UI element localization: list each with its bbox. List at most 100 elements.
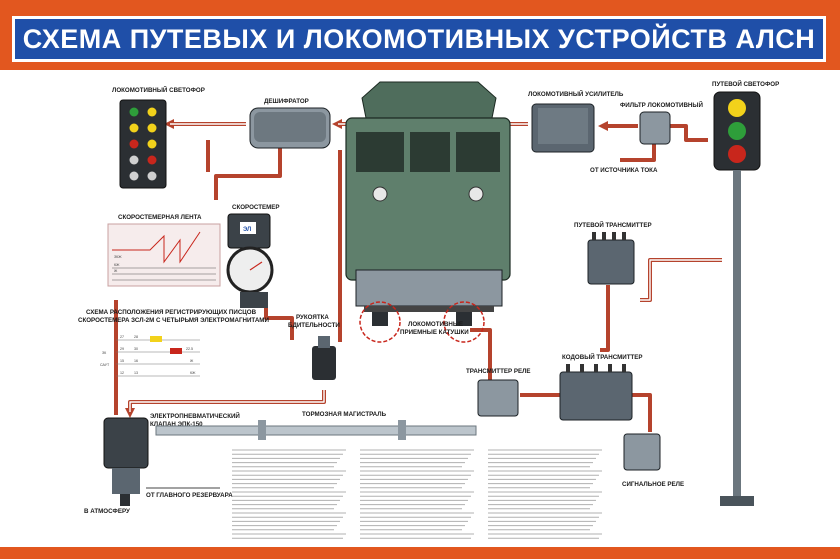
ct-terminal-2: [580, 364, 584, 372]
label-coils-1: ЛОКОМОТИВНЫЕ: [408, 321, 463, 328]
pen-label-3: Ж: [190, 359, 194, 363]
label-reservoir: ОТ ГЛАВНОГО РЕЗЕРВУАРА: [146, 492, 233, 499]
track-signal-pole: [733, 170, 741, 500]
pen-num-3: 29: [120, 347, 124, 351]
label-decoder: ДЕШИФРАТОР: [264, 98, 309, 105]
tape-mark-3: Ж: [114, 269, 118, 273]
loco-window-left: [356, 132, 404, 172]
label-from-power: ОТ ИСТОЧНИКА ТОКА: [590, 167, 658, 174]
wire-code-signal-relay: [632, 393, 652, 432]
pen-num-6: 15: [120, 359, 124, 363]
wire-handle-epk: [128, 390, 326, 412]
decoder-cover: [254, 112, 326, 142]
label-scheme-1: СХЕМА РАСПОЛОЖЕНИЯ РЕГИСТРИРУЮЩИХ ПИСЦОВ: [86, 309, 257, 316]
label-loco-signal: ЛОКОМОТИВНЫЙ СВЕТОФОР: [112, 86, 205, 94]
ct-terminal-4: [608, 364, 612, 372]
description-text: [232, 446, 606, 542]
track-lamp-red: [728, 145, 746, 163]
pen-num-1: 27: [120, 335, 124, 339]
tape-mark-2: КЖ: [114, 263, 120, 267]
loco-lamp-green: [129, 107, 139, 117]
wire-signal-transmitter: [640, 258, 722, 302]
speed-tape: ЗКЖ КЖ Ж: [107, 223, 221, 287]
loco-window-center: [410, 132, 450, 172]
loco-signal-body: [119, 99, 167, 189]
arrow-to-amplifier: [598, 121, 608, 131]
pen-num-5: 22.5: [186, 347, 193, 351]
text-column-1: [232, 446, 350, 542]
track-lamp-green: [728, 122, 746, 140]
transmitter-relay: [477, 379, 519, 417]
page-title: СХЕМА ПУТЕВЫХ И ЛОКОМОТИВНЫХ УСТРОЙСТВ А…: [22, 23, 816, 54]
text-column-3: [488, 446, 606, 542]
speedometer-needle: [249, 261, 263, 271]
title-banner: СХЕМА ПУТЕВЫХ И ЛОКОМОТИВНЫХ УСТРОЙСТВ А…: [12, 16, 826, 62]
brake-coupling-1: [258, 420, 266, 440]
track-transmitter-body: [587, 239, 635, 285]
coil-left: [372, 312, 388, 326]
pen-num-8: 12: [120, 371, 124, 375]
epk-lower: [112, 468, 140, 494]
label-scheme-2: СКОРОСТЕМЕРА ЗСЛ-2М С ЧЕТЫРЬМЯ ЭЛЕКТРОМА…: [78, 317, 269, 324]
loco-amplifier: [531, 103, 595, 153]
label-coils-2: ПРИЕМНЫЕ КАТУШКИ: [400, 329, 469, 336]
label-brake-line: ТОРМОЗНАЯ МАГИСТРАЛЬ: [302, 411, 387, 418]
label-handle-2: БДИТЕЛЬНОСТИ: [288, 322, 340, 329]
label-code-transmitter: КОДОВЫЙ ТРАНСМИТТЕР: [562, 353, 643, 361]
epk-valve: [103, 417, 149, 506]
loco-roof: [361, 81, 497, 119]
handle-body: [312, 346, 336, 380]
tt-terminal-2: [602, 232, 606, 240]
label-handle-1: РУКОЯТКА: [296, 314, 329, 321]
coil-field-right: [443, 301, 485, 343]
pen-num-4: 30: [134, 347, 138, 351]
pen-num-7: 16: [134, 359, 138, 363]
bottom-frame: [0, 547, 840, 559]
coil-right: [456, 312, 472, 326]
arrow-to-epk: [125, 408, 135, 418]
label-transmitter-relay: ТРАНСМИТТЕР РЕЛЕ: [466, 368, 531, 375]
loco-signal: [119, 99, 167, 189]
relay-body: [477, 379, 519, 417]
pen-num-2: 28: [134, 335, 138, 339]
loco-lamp-white-2: [129, 171, 139, 181]
epk-outlet: [120, 494, 130, 506]
text-column-2: [360, 446, 478, 542]
scheme-pen-yellow: [150, 336, 162, 342]
pen-scheme: 27 28 29 30 22.5 15 16 12 13 ЗК САУТ Ж К…: [100, 335, 200, 377]
loco-headlight-right: [468, 186, 484, 202]
loco-lamp-red-2: [147, 155, 157, 165]
ct-terminal-1: [566, 364, 570, 372]
track-transmitter: [587, 232, 635, 285]
label-speed-tape: СКОРОСТЕМЕРНАЯ ЛЕНТА: [118, 214, 202, 221]
loco-lamp-red-1: [129, 139, 139, 149]
loco-window-right: [456, 132, 500, 172]
pen-num-9: 13: [134, 371, 138, 375]
filter-body: [639, 111, 671, 145]
label-epk-1: ЭЛЕКТРОПНЕВМАТИЧЕСКИЙ: [150, 412, 240, 420]
handle-knob: [318, 336, 330, 348]
brake-line: [155, 420, 477, 440]
wire-decoder-speedometer: [214, 148, 282, 200]
brake-pipe: [155, 425, 477, 436]
wiring: [114, 119, 722, 432]
wire-track-transmitter: [600, 285, 610, 352]
label-signal-relay: СИГНАЛЬНОЕ РЕЛЕ: [622, 481, 684, 488]
locomotive: [345, 81, 511, 312]
label-atmosphere: В АТМОСФЕРУ: [84, 508, 130, 515]
label-speedometer: СКОРОСТЕМЕР: [232, 204, 280, 211]
loco-lamp-yellow-4: [147, 139, 157, 149]
tape-speed-curve: [112, 231, 201, 264]
speedometer-badge-text: ЭЛ: [243, 227, 251, 233]
scheme-pen-red: [170, 348, 182, 354]
label-track-transmitter: ПУТЕВОЙ ТРАНСМИТТЕР: [574, 221, 652, 229]
label-track-signal: ПУТЕВОЙ СВЕТОФОР: [712, 80, 779, 88]
pen-label-1: ЗК: [102, 351, 107, 355]
coil-field-left: [359, 301, 401, 343]
wire-to-track-signal: [670, 124, 708, 142]
ct-terminal-5: [622, 364, 626, 372]
track-lamp-yellow: [728, 99, 746, 117]
signal-relay-body: [623, 433, 661, 471]
wire-speedometer-handle: [264, 300, 294, 340]
